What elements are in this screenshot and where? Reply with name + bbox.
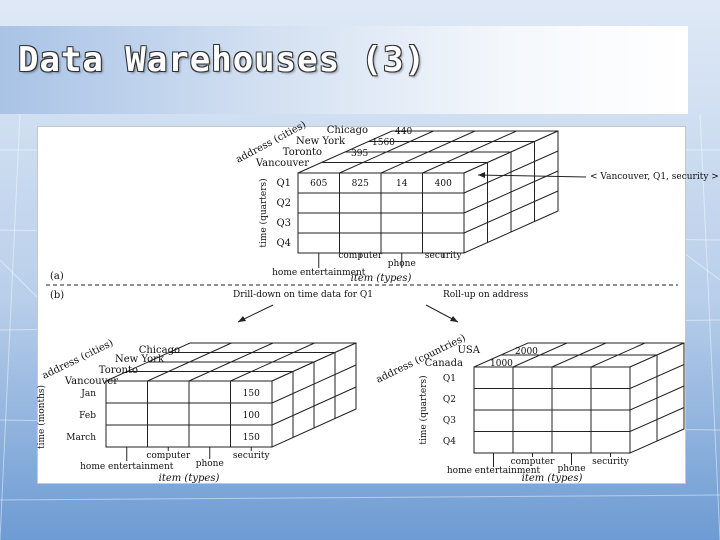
cube-a-back-value: 395	[351, 149, 368, 159]
cube-a-cell-value: 14	[396, 179, 408, 189]
cube-c-country-label: USA	[458, 345, 481, 356]
olap-figure: Chicago New York Toronto Vancouver 440 1…	[36, 119, 719, 484]
cube-b-item-label: security	[233, 451, 271, 461]
cube-a-quarter-label: Q2	[276, 198, 291, 209]
cube-c-back-value: 1000	[490, 359, 513, 369]
cube-c-quarter-label: Q3	[443, 416, 456, 426]
cube-a-city-label: New York	[296, 136, 346, 147]
cube-b-item-label: computer	[146, 451, 190, 461]
cube-b-month-label: March	[66, 433, 96, 443]
cube-a-city-label: Toronto	[283, 147, 322, 158]
cube-c-quarter-label: Q2	[443, 395, 456, 405]
cube-c-quarter-label: Q4	[443, 437, 456, 447]
cube-c: USA Canada 2000 1000 address (countries)…	[374, 333, 685, 484]
panel-a-label: (a)	[50, 271, 64, 282]
cube-c-item-label: home entertainment	[447, 466, 541, 476]
cube-a-quarter-label: Q1	[276, 178, 291, 189]
cube-c-item-axis: item (types)	[522, 473, 583, 484]
cube-c-country-label: Canada	[425, 358, 463, 369]
cube-a-time-axis: time (quarters)	[258, 178, 269, 247]
cube-a-item-axis: item (types)	[351, 273, 412, 284]
cube-a-cell-value: 605	[310, 179, 327, 189]
slide-title: Data Warehouses (3)	[18, 40, 426, 80]
cube-c-quarter-label: Q1	[443, 374, 456, 384]
cube-b-city-label: Vancouver	[64, 376, 118, 387]
cube-b-item-axis: item (types)	[159, 473, 220, 484]
cube-a-back-value: 440	[395, 127, 412, 137]
cube-b-cell-value: 100	[243, 411, 260, 421]
panel-b-label: (b)	[50, 290, 64, 301]
cube-a: Chicago New York Toronto Vancouver 440 1…	[50, 119, 719, 284]
cube-b-item-label: home entertainment	[80, 462, 174, 472]
cube-c-back-value: 2000	[515, 347, 538, 357]
drill-down-label: Drill-down on time data for Q1	[233, 290, 373, 300]
cube-c-time-axis: time (quarters)	[418, 375, 429, 444]
olap-diagram: Chicago New York Toronto Vancouver 440 1…	[36, 119, 719, 484]
cube-a-item-label: security	[425, 251, 463, 261]
title-band	[0, 26, 688, 114]
cube-b-city-label: New York	[115, 354, 165, 365]
cube-c-item-label: security	[592, 457, 630, 467]
cube-b-cell-value: 150	[243, 433, 260, 443]
cube-b-city-label: Chicago	[139, 345, 180, 356]
cube-b-month-label: Jan	[80, 389, 96, 399]
cube-a-item-label: phone	[388, 259, 416, 269]
cube-a-item-label: computer	[338, 251, 382, 261]
cube-a-city-label: Chicago	[327, 125, 368, 136]
cube-a-cell-value: 400	[435, 179, 452, 189]
roll-up-label: Roll-up on address	[443, 290, 529, 300]
cube-b-month-label: Feb	[79, 411, 96, 421]
cube-b-time-axis: time (months)	[36, 385, 47, 449]
cube-c-item-label: phone	[557, 464, 585, 474]
cube-b-city-label: Toronto	[99, 365, 138, 376]
cube-a-city-label: Vancouver	[255, 158, 309, 169]
cube-a-cell-value: 825	[352, 179, 369, 189]
cube-b-item-label: phone	[196, 459, 224, 469]
cube-c-item-label: computer	[511, 457, 555, 467]
cube-a-quarter-label: Q3	[276, 218, 291, 229]
cube-a-quarter-label: Q4	[276, 238, 291, 249]
cube-b: Chicago New York Toronto Vancouver addre…	[36, 338, 357, 484]
cube-b-cell-value: 150	[243, 389, 260, 399]
cube-a-item-label: home entertainment	[272, 268, 366, 278]
cube-a-callout: < Vancouver, Q1, security >	[590, 172, 719, 182]
cube-a-back-value: 1560	[372, 138, 395, 148]
